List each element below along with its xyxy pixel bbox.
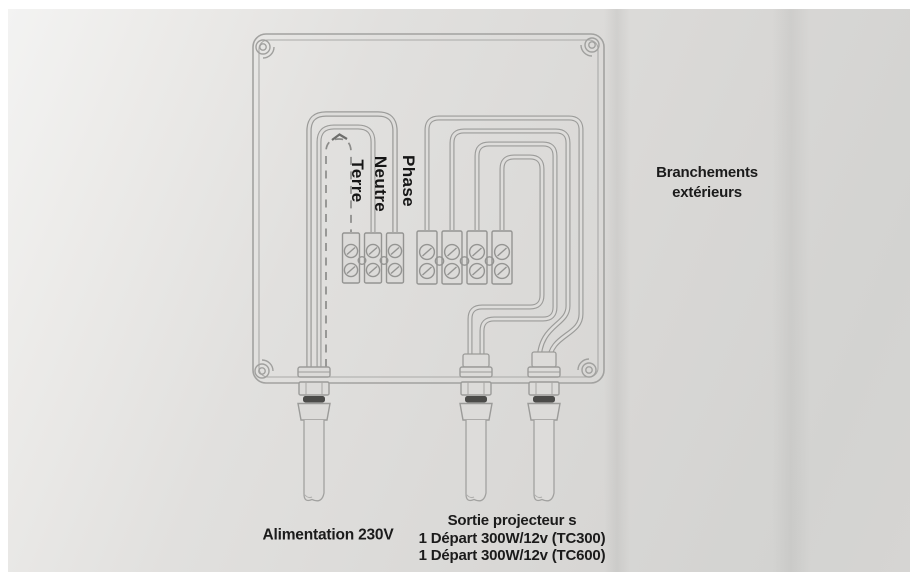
terminal-screws <box>343 243 403 278</box>
label-phase: Phase <box>399 154 418 208</box>
label-sortie-projecteurs: Sortie projecteur s 1 Départ 300W/12v (T… <box>419 512 606 565</box>
cable-gland-output-1 <box>459 366 493 502</box>
label-branchements-exterieurs: Branchements extérieurs <box>656 163 758 203</box>
label-alimentation-230v: Alimentation 230V <box>262 526 394 544</box>
label-line: extérieurs <box>672 184 742 201</box>
cable-gland-output-2 <box>527 366 561 502</box>
label-line: 1 Départ 300W/12v (TC300) <box>418 529 606 547</box>
label-line: Sortie projecteur s <box>447 511 577 529</box>
corner-screws <box>254 37 600 379</box>
screw-top-left <box>255 39 275 59</box>
cable-gland-supply <box>297 366 331 502</box>
label-line: 1 Départ 300W/12v (TC600) <box>418 546 606 564</box>
gland-collars <box>462 351 557 368</box>
screw-top-right <box>580 37 600 57</box>
output-wires <box>424 115 584 363</box>
terminal-screws <box>418 243 511 280</box>
junction-box <box>252 33 605 384</box>
terminal-block-3pole <box>341 232 405 284</box>
label-line: Branchements <box>656 164 758 181</box>
screw-bottom-left <box>254 359 274 379</box>
terre-wire-dashed <box>325 138 352 367</box>
supply-cable-wires <box>306 111 398 367</box>
terre-bend-chevron <box>331 133 348 141</box>
screw-bottom-right <box>577 358 597 378</box>
terminal-block-4pole <box>416 230 513 285</box>
label-terre: Terre <box>348 159 367 203</box>
label-neutre: Neutre <box>371 155 390 213</box>
